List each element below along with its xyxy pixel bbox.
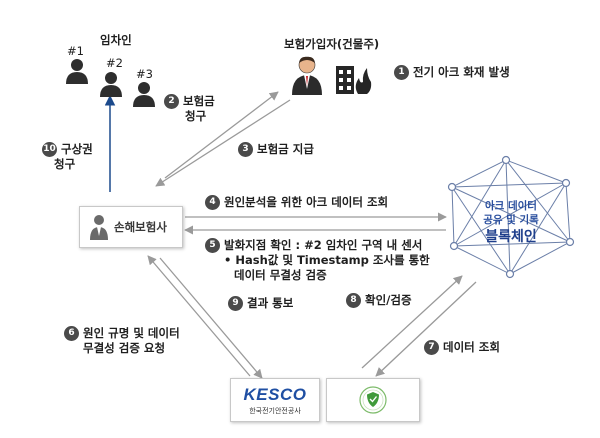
building-fire-icon xyxy=(336,66,372,94)
certification-box xyxy=(326,378,420,422)
step-8: 8 확인/검증 xyxy=(346,293,412,308)
step-8-text: 확인/검증 xyxy=(365,293,412,307)
step-1: 1 전기 아크 화재 발생 xyxy=(394,65,510,80)
step-5-line1: 발화지점 확인 : #2 임차인 구역 내 센서 xyxy=(224,238,423,252)
step-8-number: 8 xyxy=(346,293,361,308)
arrow-payment xyxy=(155,99,291,187)
step-9: 9 결과 통보 xyxy=(228,296,293,311)
insurer-label: 손해보험사 xyxy=(114,220,167,234)
step-7: 7 데이터 조회 xyxy=(424,340,500,355)
shield-icon xyxy=(359,386,387,414)
step-10-line1: 구상권 xyxy=(61,142,93,156)
step-10: 10 구상권 청구 xyxy=(42,142,93,172)
tenants-title: 임차인 xyxy=(100,33,132,47)
arrow-confirm xyxy=(375,281,477,377)
step-5-line3: 데이터 무결성 검증 xyxy=(234,268,327,282)
step-6-number: 6 xyxy=(64,326,79,341)
step-4-number: 4 xyxy=(205,195,220,210)
kesco-logo: KESCO xyxy=(243,385,307,404)
step-1-number: 1 xyxy=(394,65,409,80)
tenant-2-icon xyxy=(100,72,122,97)
tenant-1-label: #1 xyxy=(67,44,84,58)
step-7-number: 7 xyxy=(424,340,439,355)
step-3-number: 3 xyxy=(238,142,253,157)
step-6-line1: 원인 규명 및 데이터 xyxy=(83,326,180,340)
insurer-person-icon xyxy=(90,215,108,240)
blockchain-nodes xyxy=(447,155,575,279)
step-6: 6 원인 규명 및 데이터 무결성 검증 요청 xyxy=(64,326,180,356)
step-5-number: 5 xyxy=(205,238,220,253)
step-2: 2 보험금 청구 xyxy=(164,94,215,124)
step-9-text: 결과 통보 xyxy=(247,296,294,310)
blockchain-line2: 공유 및 기록 xyxy=(483,214,539,226)
insured-title: 보험가입자(건물주) xyxy=(284,37,380,51)
step-10-line2: 청구 xyxy=(54,157,76,171)
step-9-number: 9 xyxy=(228,296,243,311)
step-10-number: 10 xyxy=(42,142,57,157)
step-2-number: 2 xyxy=(164,94,179,109)
insurer-box: 손해보험사 xyxy=(79,206,183,248)
blockchain-line1: 아크 데이터 xyxy=(485,200,537,212)
step-5: 5 발화지점 확인 : #2 임차인 구역 내 센서 • Hash값 및 Time… xyxy=(205,238,430,283)
step-6-line2: 무결성 검증 요청 xyxy=(83,341,166,355)
kesco-subtitle: 한국전기안전공사 xyxy=(249,407,301,415)
arrow-request xyxy=(159,257,263,379)
step-2-line2: 청구 xyxy=(185,109,207,123)
step-1-text: 전기 아크 화재 발생 xyxy=(413,65,510,79)
step-4: 4 원인분석을 위한 아크 데이터 조회 xyxy=(205,195,388,210)
step-3-text: 보험금 지급 xyxy=(257,142,314,156)
kesco-box: KESCO 한국전기안전공사 xyxy=(230,378,320,422)
step-7-text: 데이터 조회 xyxy=(443,340,500,354)
tenant-1-icon xyxy=(66,59,88,84)
step-2-line1: 보험금 xyxy=(183,94,215,108)
tenant-3-label: #3 xyxy=(136,67,153,81)
step-5-line2: • Hash값 및 Timestamp 조사를 통한 xyxy=(224,253,430,267)
arrow-data-lookup xyxy=(361,275,463,369)
arrow-claim xyxy=(164,91,279,179)
tenant-2-label: #2 xyxy=(106,56,123,70)
step-4-text: 원인분석을 위한 아크 데이터 조회 xyxy=(224,195,389,209)
businessman-icon xyxy=(292,56,322,95)
arrow-result xyxy=(147,255,251,377)
tenant-3-icon xyxy=(133,82,155,107)
step-3: 3 보험금 지급 xyxy=(238,142,314,157)
blockchain-line3: 블록체인 xyxy=(485,229,537,245)
